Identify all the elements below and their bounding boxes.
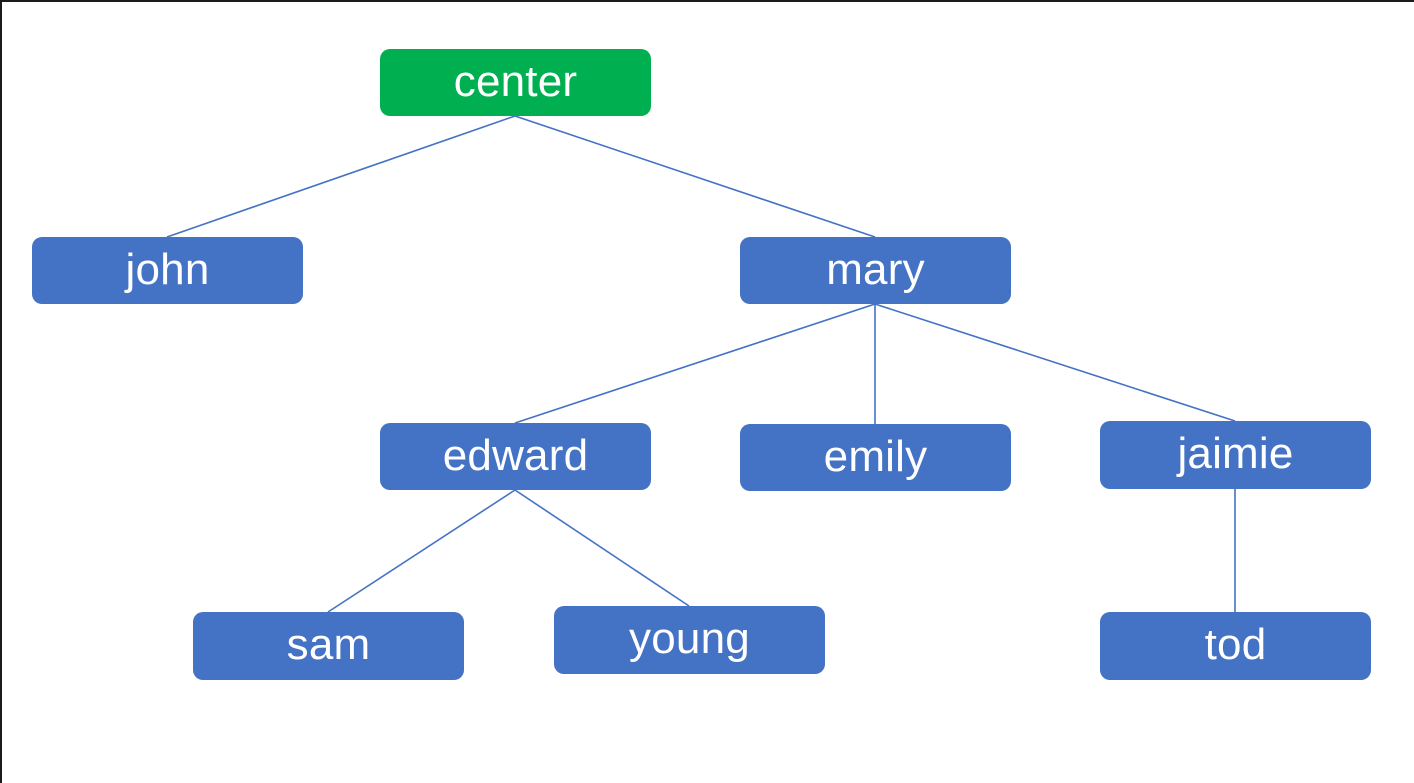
connector-edward-to-sam — [327, 489, 516, 613]
node-edward[interactable]: edward — [380, 423, 651, 490]
node-john[interactable]: john — [32, 237, 303, 304]
node-emily[interactable]: emily — [740, 424, 1011, 491]
connector-edward-to-young — [514, 489, 690, 607]
node-label-edward: edward — [442, 430, 589, 480]
node-label-mary: mary — [826, 244, 925, 294]
connector-mary-to-edward — [514, 303, 876, 424]
node-jaimie[interactable]: jaimie — [1100, 421, 1371, 489]
node-center[interactable]: center — [380, 49, 651, 116]
node-mary[interactable]: mary — [740, 237, 1011, 304]
node-young[interactable]: young — [554, 606, 825, 674]
node-sam[interactable]: sam — [193, 612, 464, 680]
node-label-emily: emily — [823, 431, 928, 481]
node-label-john: john — [125, 244, 210, 294]
node-tod[interactable]: tod — [1100, 612, 1371, 680]
connector-center-to-john — [166, 115, 516, 238]
node-label-tod: tod — [1204, 620, 1267, 669]
node-label-center: center — [453, 56, 578, 106]
node-label-jaimie: jaimie — [1177, 429, 1294, 478]
connector-center-to-mary — [514, 115, 876, 238]
node-label-sam: sam — [286, 620, 371, 669]
connector-mary-to-jaimie — [874, 303, 1236, 422]
node-label-young: young — [629, 614, 750, 663]
